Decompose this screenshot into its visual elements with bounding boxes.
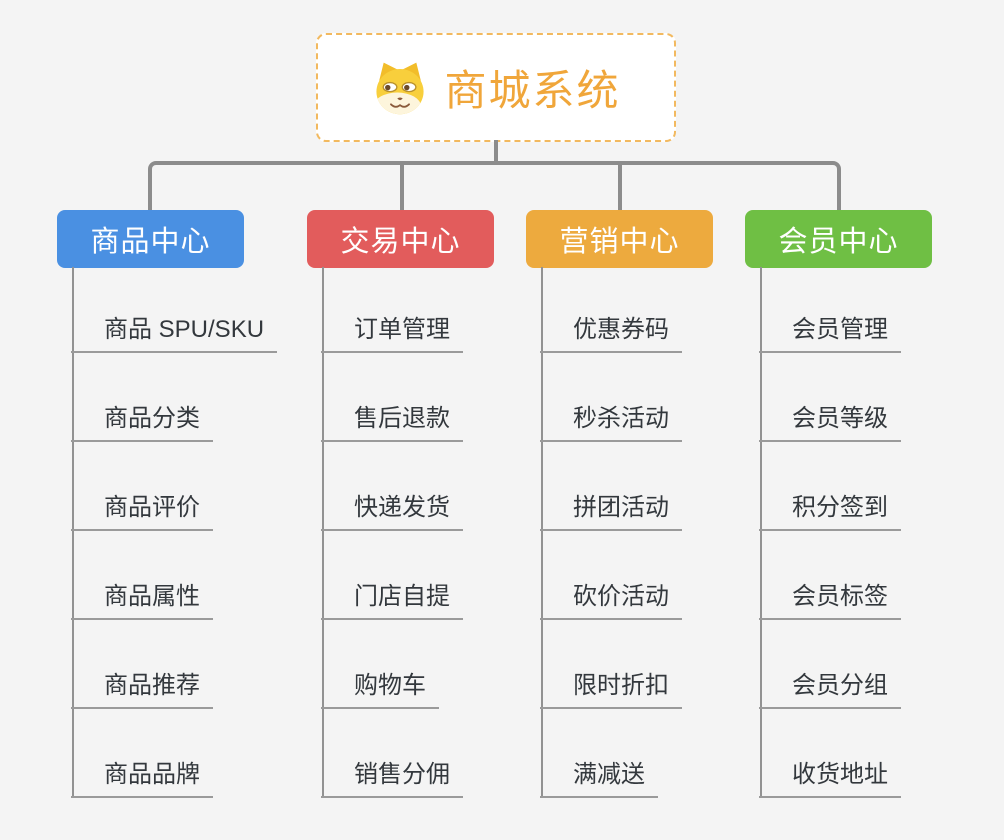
branch-node-member-center[interactable]: 会员中心 (745, 210, 932, 268)
leaf-node[interactable]: 会员标签 (759, 580, 901, 620)
leaf-node[interactable]: 秒杀活动 (540, 402, 682, 442)
leaf-node[interactable]: 收货地址 (759, 758, 901, 798)
leaf-node[interactable]: 销售分佣 (321, 758, 463, 798)
leaf-node[interactable]: 砍价活动 (540, 580, 682, 620)
connector-root-stub (494, 140, 498, 165)
leaf-node[interactable]: 拼团活动 (540, 491, 682, 531)
leaf-node[interactable]: 会员管理 (759, 313, 901, 353)
connector-bus-right (496, 161, 841, 210)
doge-icon (376, 62, 425, 114)
leaf-node[interactable]: 商品评价 (71, 491, 213, 531)
leaf-node[interactable]: 会员等级 (759, 402, 901, 442)
leaf-node[interactable]: 优惠券码 (540, 313, 682, 353)
connector-drop-marketing (618, 163, 622, 210)
leaf-node[interactable]: 售后退款 (321, 402, 463, 442)
trunk-line-product (72, 267, 74, 798)
leaf-node[interactable]: 商品分类 (71, 402, 213, 442)
trunk-line-member (760, 267, 762, 798)
leaf-node[interactable]: 购物车 (321, 669, 439, 709)
leaf-node[interactable]: 商品推荐 (71, 669, 213, 709)
leaf-node[interactable]: 会员分组 (759, 669, 901, 709)
leaf-node[interactable]: 商品属性 (71, 580, 213, 620)
leaf-node[interactable]: 满减送 (540, 758, 658, 798)
branch-node-product-center[interactable]: 商品中心 (57, 210, 244, 268)
root-node-mall-system[interactable]: 商城系统 (316, 33, 676, 142)
branch-node-trade-center[interactable]: 交易中心 (307, 210, 494, 268)
trunk-line-trade (322, 267, 324, 798)
leaf-node[interactable]: 限时折扣 (540, 669, 682, 709)
leaf-node[interactable]: 商品 SPU/SKU (71, 313, 278, 353)
branch-node-marketing-center[interactable]: 营销中心 (526, 210, 713, 268)
connector-drop-trade (400, 163, 404, 210)
connector-bus-left (148, 161, 496, 210)
leaf-node[interactable]: 商品品牌 (71, 758, 213, 798)
leaf-node[interactable]: 订单管理 (321, 313, 463, 353)
trunk-line-marketing (541, 267, 543, 798)
leaf-node[interactable]: 积分签到 (759, 491, 901, 531)
leaf-node[interactable]: 快递发货 (321, 491, 463, 531)
leaf-node[interactable]: 门店自提 (321, 580, 463, 620)
root-title: 商城系统 (444, 67, 621, 114)
